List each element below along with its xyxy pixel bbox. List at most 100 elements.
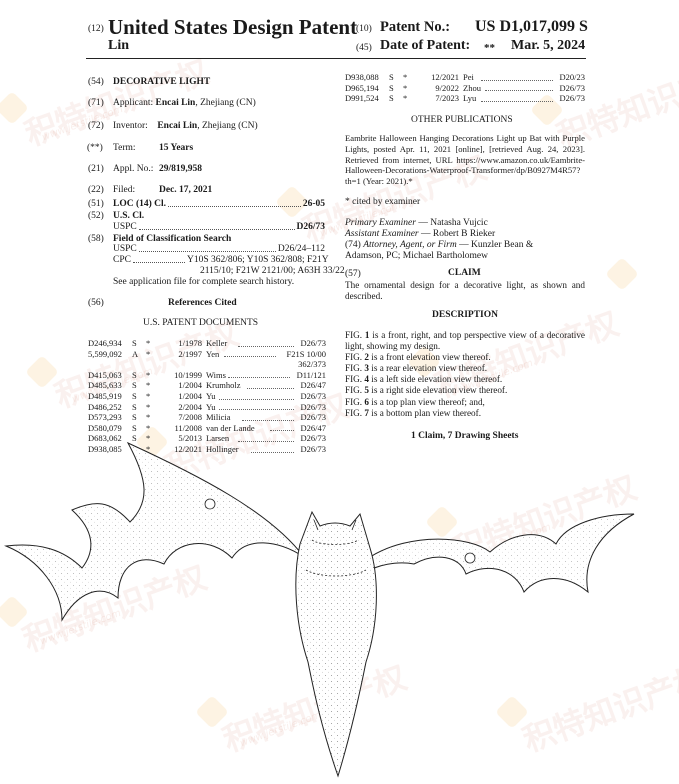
reference-cited-star: * (146, 369, 151, 380)
term-value: 15 Years (159, 143, 194, 153)
fig-prefix: FIG. (345, 396, 365, 407)
inid-code-57: (57) (345, 269, 361, 279)
fig-prefix: FIG. (345, 330, 365, 340)
figure-description: FIG. 4 is a left side elevation view the… (345, 374, 585, 385)
reference-cited-star: * (146, 348, 151, 359)
leader-dots (251, 451, 295, 453)
reference-cited-star: * (403, 93, 408, 104)
applicant-label: Applicant: (113, 98, 154, 108)
fig-number: 5 (364, 385, 369, 396)
leader-dots (228, 377, 290, 379)
search-cpc-line2: 2115/10; F21W 2121/00; A63H 33/22 (200, 266, 345, 276)
figure-description: FIG. 7 is a bottom plan view thereof. (345, 408, 585, 419)
assistant-examiner-name: — Robert B Rieker (421, 229, 496, 239)
search-uspc-value: D26/24–112 (277, 244, 325, 254)
attorney-label: Attorney, Agent, or Firm (363, 240, 457, 250)
reference-date: 5/2013 (178, 433, 202, 444)
reference-number: D965,194 (345, 82, 379, 93)
reference-name: Yu (206, 391, 216, 401)
fig-prefix: FIG. (345, 352, 365, 363)
hanging-hole-right (464, 552, 476, 564)
appl-no-label: Appl. No.: (113, 164, 154, 174)
reference-number: D991,524 (345, 93, 379, 104)
inid-code-52: (52) (88, 211, 104, 221)
leader-dots (168, 206, 301, 207)
attorney-name-line2: Adamson, PC; Michael Bartholomew (345, 251, 489, 261)
inid-code-12: (12) (88, 24, 104, 34)
reference-kind: S (132, 422, 137, 433)
applicant-name: Encai Lin (155, 98, 196, 108)
assistant-examiner-label: Assistant Examiner (345, 229, 419, 239)
description-title: DESCRIPTION (432, 310, 498, 320)
hanging-hole-left (204, 498, 216, 510)
inid-code-21: (21) (88, 164, 104, 174)
loc-class-row: LOC (14) Cl.26-05 (113, 198, 325, 210)
reference-class: D26/73 (300, 338, 327, 348)
watermark-logo-icon (0, 91, 29, 125)
claim-title: CLAIM (448, 268, 481, 278)
inid-code-term: (**) (87, 143, 103, 153)
references-title: References Cited (168, 298, 237, 308)
reference-name: Hollinger (206, 444, 239, 454)
reference-kind: S (389, 82, 394, 93)
appl-no-value: 29/819,958 (159, 164, 203, 174)
inid-code-22: (22) (88, 185, 104, 195)
inid-code-54: (54) (88, 77, 104, 87)
reference-cited-star: * (146, 338, 151, 348)
figure-description: FIG. 6 is a top plan view thereof; and, (345, 397, 585, 408)
reference-class: D26/73 (300, 444, 327, 454)
reference-cited-star: * (146, 433, 151, 444)
reference-kind: S (132, 401, 137, 412)
leader-dots (269, 430, 295, 432)
bat-decorative-light-drawing (4, 441, 635, 778)
reference-date: 10/1999 (174, 369, 202, 380)
reference-cited-star: * (146, 391, 151, 401)
reference-name: Larsen (206, 433, 230, 444)
reference-kind: S (132, 391, 137, 401)
reference-number: D683,062 (88, 433, 122, 444)
cited-by-examiner-note: * cited by examiner (345, 197, 421, 207)
reference-number: 5,599,092 (88, 348, 122, 359)
inventor-name: Encai Lin (157, 121, 198, 131)
primary-examiner-name: — Natasha Vujcic (418, 218, 488, 228)
reference-name: Pei (463, 72, 474, 82)
patent-type-title: United States Design Patent (108, 15, 358, 39)
date-of-patent: Mar. 5, 2024 (511, 38, 586, 53)
primary-examiner: Primary Examiner — Natasha Vujcic (345, 217, 488, 229)
reference-kind: S (389, 72, 394, 82)
inventor-surname: Lin (108, 38, 130, 53)
fig-prefix: FIG. (345, 363, 365, 374)
reference-cited-star: * (146, 444, 151, 454)
fig-prefix: FIG. (345, 374, 365, 385)
reference-kind: S (132, 433, 137, 444)
leader-dots (219, 409, 295, 411)
fig-prefix: FIG. (345, 385, 365, 396)
other-publications-title: OTHER PUBLICATIONS (411, 115, 513, 125)
reference-name: van der Lande (206, 422, 255, 433)
leader-dots (246, 387, 295, 389)
reference-date: 2/1997 (178, 348, 202, 359)
reference-class: D26/47 (300, 380, 327, 391)
reference-number: D246,934 (88, 338, 122, 348)
reference-date: 7/2008 (178, 412, 202, 423)
description-list: FIG. 1 is a front, right, and top perspe… (345, 330, 585, 419)
fig-prefix: FIG. (345, 407, 365, 418)
watermark-logo-icon (605, 257, 639, 291)
inid-code-74: (74) (345, 240, 361, 250)
field-of-search-label: Field of Classification Search (113, 234, 232, 244)
reference-cited-star: * (403, 72, 408, 82)
reference-kind: S (132, 338, 137, 348)
loc-class-value: 26-05 (302, 199, 325, 209)
inid-code-72: (72) (88, 121, 104, 131)
search-cpc-line1: Y10S 362/806; Y10S 362/808; F21Y (186, 255, 329, 265)
reference-kind: S (132, 380, 137, 391)
